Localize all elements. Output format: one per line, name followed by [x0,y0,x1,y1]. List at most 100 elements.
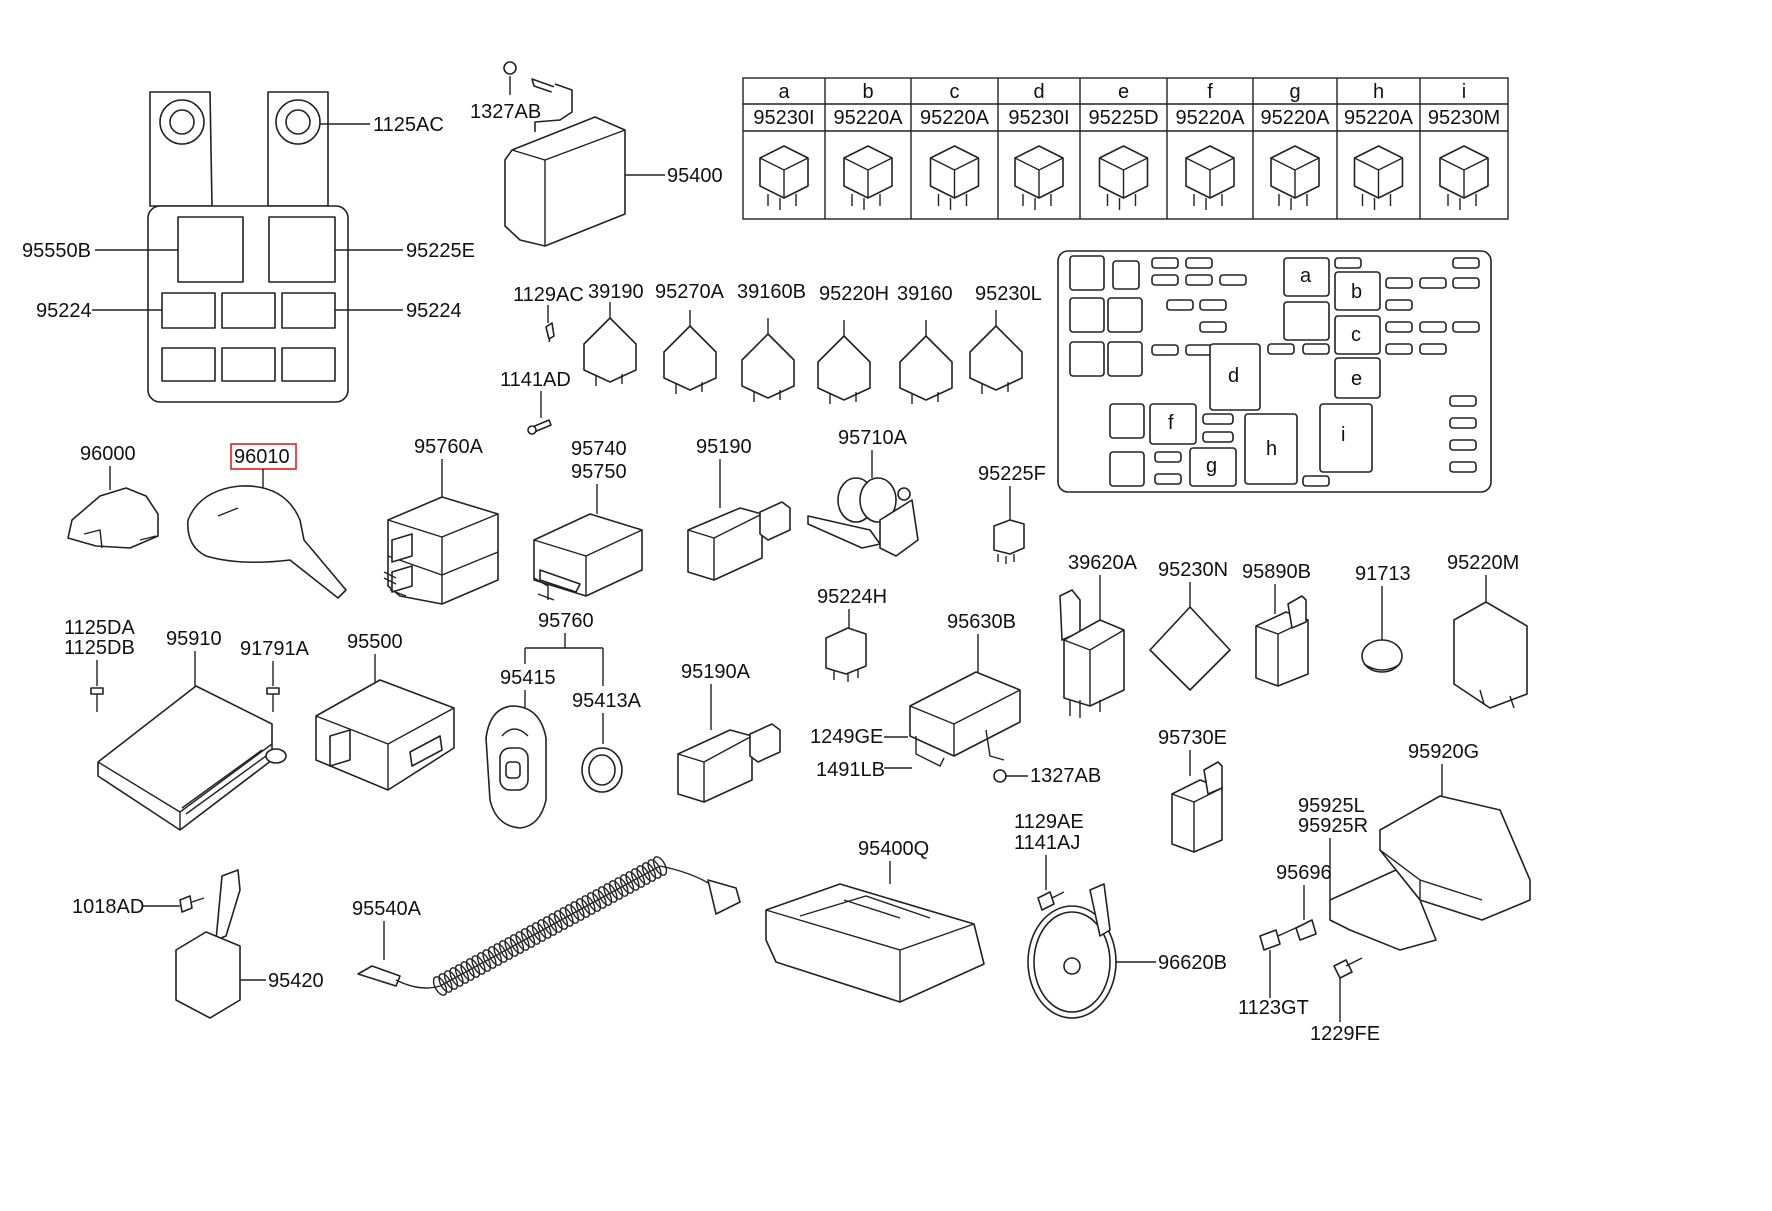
control-unit-95910[interactable] [97,685,287,831]
label-95190: 95190 [696,436,752,458]
nut-1327ab-mid[interactable] [993,769,1007,783]
relay-table-text: a95230Ib95220Ac95220Ad95230Ie95225Df9522… [753,81,1500,129]
relay-table-letter: f [1207,81,1213,103]
label-95925r: 95925R [1298,815,1368,837]
coil-loop [636,865,651,885]
relay-95730e[interactable] [1171,761,1223,853]
relay-95220m[interactable] [1453,601,1528,709]
switch-95190a[interactable] [677,723,781,803]
coil-loop [548,913,563,933]
relay-table-letter: a [778,81,790,103]
relay-table-part: 95230I [753,107,814,129]
relay-table-letter: h [1373,81,1384,103]
screw-1018ad[interactable] [179,895,205,913]
relay-table-part: 95230M [1428,107,1500,129]
fuse-letter-a: a [1300,265,1312,287]
cover-96000[interactable] [67,487,159,549]
remote-95415[interactable] [485,705,547,829]
relay-table [742,77,1509,220]
relay-small[interactable] [969,310,1023,394]
coil-loop [526,925,541,945]
screw-1129ac[interactable] [545,322,555,343]
relay-table-letter: b [862,81,873,103]
horn-96620b[interactable] [1027,883,1117,1019]
label-95415: 95415 [500,667,556,689]
relay-table-icons [759,145,1489,210]
label-95225e: 95225E [406,240,475,262]
coil-loop [537,919,552,939]
relay-39620a[interactable] [1059,589,1125,718]
module-95630b[interactable] [909,671,1021,767]
label-95925l: 95925L [1298,795,1365,817]
screw-1229fe[interactable] [1333,957,1363,979]
relay-95224h[interactable] [825,627,867,682]
label-1129ae: 1129AE [1014,811,1084,833]
label-95710a: 95710A [838,427,908,449]
label-1125ac: 1125AC [373,114,444,136]
module-95740[interactable] [533,513,643,601]
bolt-1123gt[interactable] [1259,925,1301,951]
clip-95696[interactable] [1295,919,1317,941]
fuse-letter-c: c [1351,324,1361,346]
ecu-95400q[interactable] [765,883,985,1003]
grommet-91713[interactable] [1361,639,1403,673]
actuator-95710a[interactable] [807,477,919,557]
coil-loop [592,889,607,909]
fuse-box-layout [1057,250,1492,493]
coil-loop [487,946,503,966]
label-91791a: 91791A [240,638,310,660]
coil-loop [597,886,613,906]
module-95500[interactable] [315,679,455,791]
relay-95890b[interactable] [1255,595,1309,687]
relay-small[interactable] [741,318,795,402]
coil-loop [493,943,508,963]
coil-loop [570,901,585,921]
coil-loop [471,955,486,975]
label-39160b: 39160B [737,281,806,303]
coil-loop [520,928,536,948]
relay-table-letter: i [1462,81,1466,103]
screw-1141ad[interactable] [527,419,552,435]
label-95920g: 95920G [1408,741,1479,763]
relay-table-part: 95220A [1344,107,1414,129]
coil-loop [449,967,464,987]
label-95540a: 95540A [352,898,422,920]
coil-loop [498,940,514,960]
cable-95540a[interactable] [357,865,741,989]
label-95630b: 95630B [947,611,1016,633]
module-95420[interactable] [175,869,241,1019]
label-95224h: 95224H [817,586,887,608]
label-96620b: 96620B [1158,952,1227,974]
bolt-91791a[interactable] [266,687,280,712]
label-1018ad: 1018AD [72,896,144,918]
bolt-1125da[interactable] [90,687,104,712]
coil-loop [531,922,547,942]
relay-icon [1098,145,1149,210]
relay-95230n[interactable] [1149,606,1231,691]
relay-95225f[interactable] [993,519,1025,564]
label-95500: 95500 [347,631,403,653]
key-fob-96010[interactable] [187,485,347,599]
junction-box[interactable] [147,91,349,403]
relay-table-part: 95220A [920,107,990,129]
switch-95190[interactable] [687,501,791,581]
label-39160: 39160 [897,283,953,305]
label-96010: 96010 [234,446,290,468]
module-95760a[interactable] [383,496,499,605]
relay-small[interactable] [817,320,871,404]
label-1141ad: 1141AD [500,369,571,391]
label-95225f: 95225F [978,463,1046,485]
relay-small[interactable] [663,310,717,394]
screw-1129ae[interactable] [1037,891,1065,911]
relay-icon [843,145,893,210]
relay-small[interactable] [899,320,953,404]
module-95400[interactable] [503,61,626,247]
relay-small[interactable] [583,302,637,386]
relay-icon [1014,145,1064,210]
label-95230l: 95230L [975,283,1042,305]
bracket-95920g[interactable] [1329,795,1531,951]
coil-loop [504,937,519,957]
coil-loop [476,952,492,972]
battery-95413a[interactable] [581,747,623,793]
coil-loop [509,934,525,954]
